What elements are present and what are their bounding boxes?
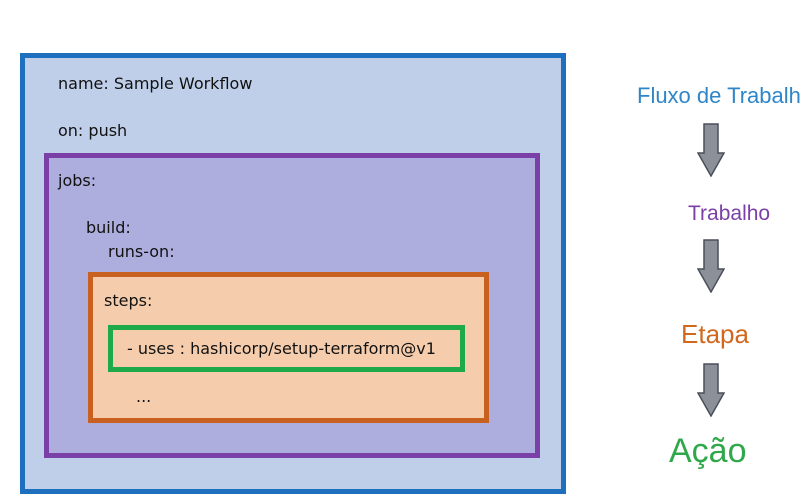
- runs-on-line: runs-on:: [108, 242, 175, 261]
- workflow-name-line: name: Sample Workflow: [58, 74, 253, 93]
- down-arrow-icon: [697, 123, 725, 177]
- jobs-line: jobs:: [58, 171, 97, 190]
- legend-label-workflow: Fluxo de Trabalho: [637, 83, 800, 108]
- steps-line: steps:: [104, 291, 153, 310]
- legend-label-job: Trabalho: [688, 202, 771, 225]
- down-arrow-icon: [697, 239, 725, 293]
- down-arrow-icon: [697, 363, 725, 417]
- legend-label-action: Ação: [669, 432, 747, 470]
- action-box: [108, 325, 465, 372]
- uses-line: - uses : hashicorp/setup-terraform@v1: [127, 339, 436, 358]
- legend-label-step: Etapa: [681, 319, 749, 349]
- ellipsis-line: ...: [136, 387, 152, 406]
- build-line: build:: [86, 218, 131, 237]
- workflow-on-line: on: push: [58, 121, 128, 140]
